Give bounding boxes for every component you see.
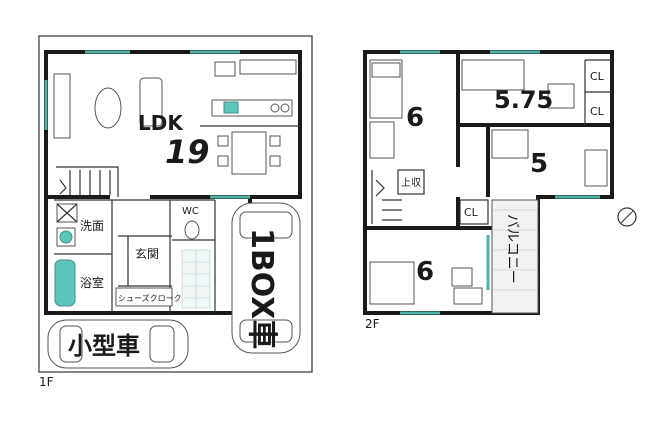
wash-basin (59, 230, 73, 244)
storage-box (397, 169, 425, 195)
car-1box (231, 202, 301, 354)
bathroom-label: 浴室 (80, 275, 104, 290)
closet-a-label: CL (590, 70, 605, 83)
dining-table (231, 131, 267, 175)
wc-label: WC (182, 206, 199, 217)
car-small-label: 小型車 (68, 332, 140, 360)
compass-icon (617, 207, 637, 227)
floor1-caption: 1F (39, 375, 54, 389)
shoe-closet-label: シューズクローク (118, 293, 182, 303)
bathtub (54, 259, 76, 307)
room-top-left-size: 6 (406, 103, 424, 133)
storage-label: 上収 (401, 177, 421, 189)
balcony (491, 199, 539, 314)
shoe-closet (115, 287, 173, 307)
desk-room2 (547, 83, 575, 109)
floor2-caption: 2F (365, 317, 380, 331)
stairs-2f (371, 170, 402, 224)
floor-1: LDK 19 洗面 浴室 WC 玄関 シューズクローク (38, 35, 313, 389)
kitchen-counter (239, 59, 297, 75)
desk-room1 (369, 121, 395, 159)
bed-room3 (491, 129, 529, 159)
toilet (184, 220, 200, 240)
desk-room3 (584, 149, 608, 187)
car-small (47, 319, 189, 369)
closet-c (459, 199, 489, 225)
washroom-label: 洗面 (80, 219, 104, 233)
bed-room2 (461, 59, 525, 91)
ldk-size: 19 (165, 133, 210, 171)
interior-walls-2f (365, 52, 612, 230)
closet-b-label: CL (590, 105, 605, 118)
stairs-1f (59, 170, 111, 195)
room-mid-right-size: 5 (530, 149, 548, 179)
ldk-label: LDK (138, 111, 184, 135)
balcony-label: バルコニー (504, 214, 520, 284)
sofa (139, 77, 163, 127)
site-boundary (38, 35, 313, 373)
closet-c-label: CL (464, 206, 479, 219)
room-top-right-size: 5.75 (494, 86, 553, 114)
bed-room4 (369, 261, 415, 305)
room-bottom-size: 6 (416, 257, 434, 287)
car-1box-label: 1BOX車 (244, 228, 279, 349)
kitchen-sink (223, 101, 239, 114)
entrance-tile (181, 249, 211, 309)
rug (94, 87, 122, 129)
floor-2: 6 5.75 CL CL 5 上収 CL 6 (363, 50, 637, 331)
desk-room4 (453, 287, 483, 305)
tv-stand (53, 73, 71, 139)
entrance-label: 玄関 (135, 246, 159, 261)
